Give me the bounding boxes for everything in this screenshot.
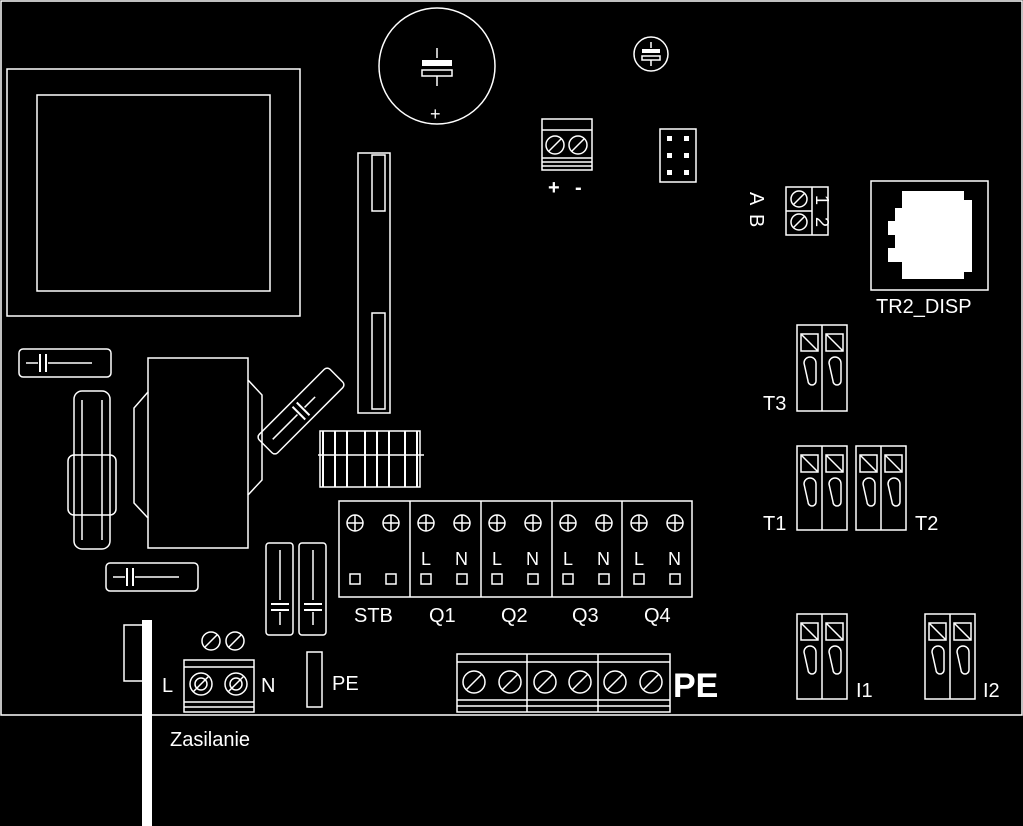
t3-label: T3 [763,393,786,415]
zasilanie-label: Zasilanie [170,729,250,751]
input-connector-i2 [924,613,976,700]
pe-small-label: PE [332,673,359,695]
output-terminal-block: L N L N L N L N STB Q1 Q2 Q3 Q4 [338,500,693,627]
vertical-capacitor-1 [265,542,294,636]
pe-big-label: PE [673,667,718,705]
q4-l-label: L [634,549,644,569]
q2-n-label: N [526,549,539,569]
sensor-connector-t3 [796,324,848,412]
board-outline [0,0,1023,716]
diagonal-capacitor [257,367,345,455]
power-cable [142,620,152,826]
power-plus-label: + [548,177,560,199]
bus-terminal: 1 2 A B [745,186,832,236]
q3-l-label: L [563,549,573,569]
q1-label: Q1 [429,605,456,627]
power-terminal: + - [541,118,593,199]
pin-row [318,430,424,488]
display-connector: TR2_DISP [870,180,989,318]
transformer [6,68,301,317]
large-capacitor: + [378,7,496,125]
film-capacitor-2 [105,562,199,592]
q2-label: Q2 [501,605,528,627]
bus-pin2-label: 2 [812,217,832,227]
pe-connector: PE [306,651,359,708]
bus-b-label: B [745,214,767,227]
t2-label: T2 [915,513,938,535]
sensor-connector-t2 [855,445,907,531]
i1-label: I1 [856,680,873,702]
mains-n-label: N [261,675,275,697]
mains-terminal: L N [123,624,275,713]
mains-l-label: L [162,675,173,697]
q1-n-label: N [455,549,468,569]
q3-label: Q3 [572,605,599,627]
pin-header [659,128,697,183]
q1-l-label: L [421,549,431,569]
power-minus-label: - [575,177,582,199]
q3-n-label: N [597,549,610,569]
vertical-capacitor-2 [298,542,327,636]
small-capacitor [633,36,669,72]
q4-label: Q4 [644,605,671,627]
inductor [67,390,117,550]
display-connector-label: TR2_DISP [876,296,972,318]
bus-pin1-label: 1 [812,195,832,205]
relay [133,357,263,549]
bus-a-label: A [745,192,767,206]
q4-n-label: N [668,549,681,569]
sensor-connector-t1 [796,445,848,531]
q2-l-label: L [492,549,502,569]
t1-label: T1 [763,513,786,535]
pe-terminal-strip: PE [456,653,718,713]
film-capacitor-1 [18,348,112,378]
stb-label: STB [354,605,393,627]
input-connector-i1 [796,613,848,700]
cap-plus-label: + [430,104,441,124]
vertical-connector [357,152,391,414]
i2-label: I2 [983,680,1000,702]
